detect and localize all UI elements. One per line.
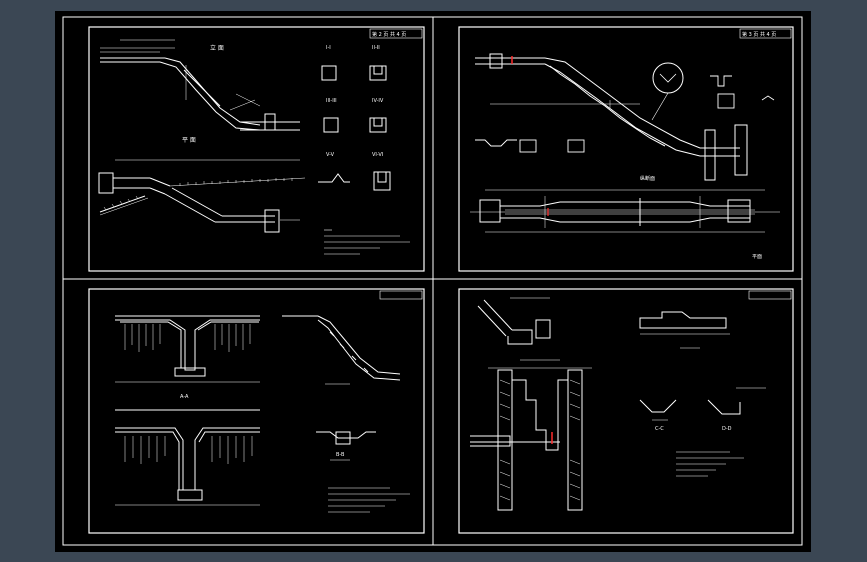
- section-c-label: C-C: [655, 426, 664, 432]
- section-details: [318, 65, 391, 191]
- section-label-4: IV-IV: [372, 98, 384, 104]
- title-block: [369, 28, 423, 39]
- hatching-a: [124, 324, 251, 352]
- title-block-text: 第 3 页 共 4 页: [742, 31, 776, 38]
- small-sections: [475, 75, 775, 153]
- section-label-1: I-I: [326, 45, 331, 51]
- small-detail: [316, 431, 376, 461]
- sheet-border: [88, 288, 425, 534]
- plan-drawing: [98, 159, 306, 233]
- elevation-label: 立 面: [210, 44, 224, 52]
- plan-label: 平 面: [182, 137, 196, 144]
- entrance-detail: [477, 297, 551, 345]
- title-block: [739, 28, 792, 39]
- cross-section-b: [115, 409, 260, 506]
- sheet-bottom-left[interactable]: A-A B: [88, 288, 425, 534]
- plan-label: 平面: [752, 254, 762, 260]
- sheet-border: [88, 26, 425, 272]
- section-b-label: B-B: [336, 452, 345, 458]
- plan-view: [470, 189, 780, 233]
- title-block-text: 第 2 页 共 4 页: [372, 31, 406, 38]
- notes-block: [328, 487, 410, 513]
- sheet-top-left[interactable]: 第 2 页 共 4 页 立 面: [88, 26, 425, 272]
- longitudinal-section: [475, 53, 748, 181]
- notes-block: [676, 451, 744, 477]
- section-a-label: A-A: [180, 394, 189, 400]
- sheet-top-right[interactable]: 第 3 页 共 4 页: [458, 26, 794, 272]
- shaft-section: [470, 359, 592, 511]
- profile-label: 纵断面: [640, 175, 655, 182]
- sheet-border: [458, 26, 794, 272]
- section-label-6: VI-VI: [372, 152, 383, 158]
- shaft-hatching: [499, 379, 581, 501]
- hatching-b: [124, 436, 253, 464]
- sheet-border: [458, 288, 794, 534]
- title-block: [748, 290, 792, 300]
- section-label-5: V-V: [326, 152, 335, 158]
- cross-section-a: [115, 315, 260, 383]
- title-block: [379, 290, 423, 300]
- section-label-3: III-III: [326, 98, 337, 104]
- notes-block: [324, 229, 410, 255]
- section-d-label: D-D: [722, 426, 732, 432]
- sheet-bottom-right[interactable]: C-C D-D: [458, 288, 794, 534]
- section-label-2: II-II: [372, 45, 380, 51]
- channel-detail: [639, 311, 766, 421]
- slope-detail: [282, 315, 401, 385]
- elevation-drawing: [100, 39, 300, 131]
- plan-hatching: [103, 178, 293, 211]
